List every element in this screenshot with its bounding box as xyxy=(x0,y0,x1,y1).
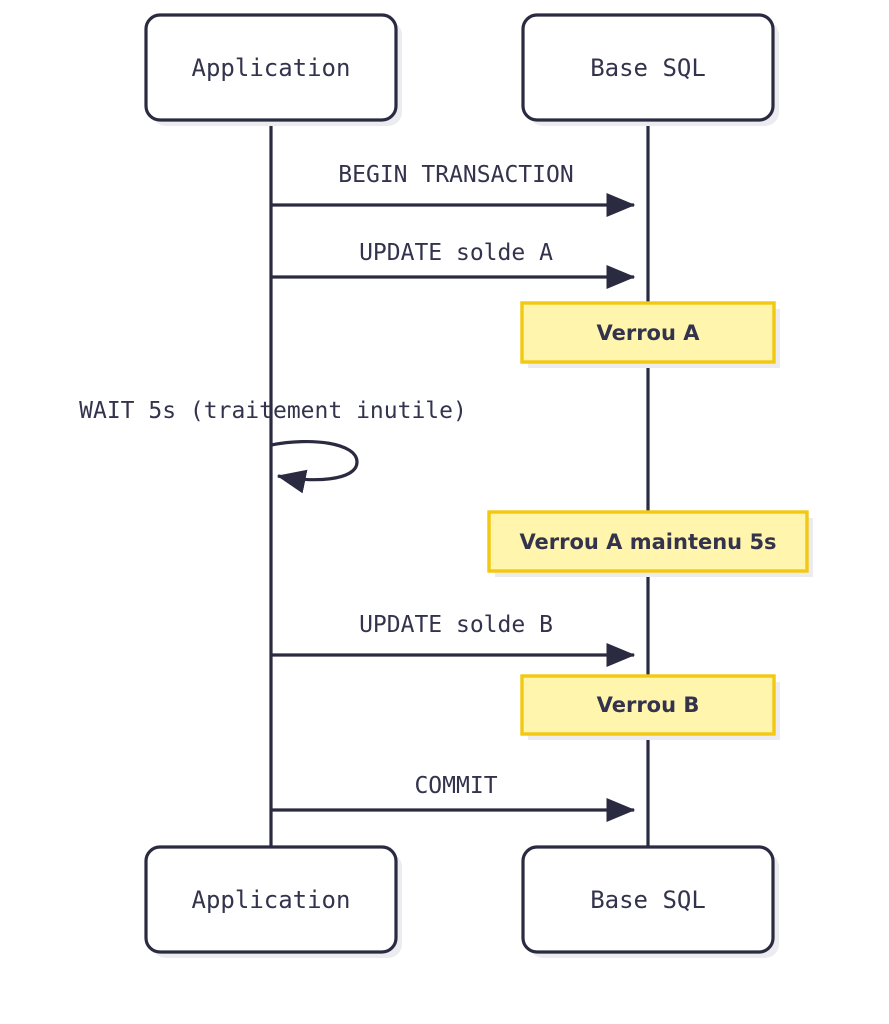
participant-footer-application[interactable]: Application xyxy=(144,845,402,958)
note-box-verrou-b[interactable] xyxy=(520,674,776,736)
note-label-verrou-b: Verrou B xyxy=(597,693,700,717)
participant-box-application-bottom[interactable] xyxy=(144,845,398,954)
note-verrou-b[interactable]: Verrou B xyxy=(520,674,780,740)
message-label-commit: COMMIT xyxy=(414,773,497,799)
message-label-update-solde-b: UPDATE solde B xyxy=(359,612,553,638)
participant-label-base-sql-bottom: Base SQL xyxy=(590,886,706,914)
note-label-verrou-a: Verrou A xyxy=(596,321,700,345)
participant-header-application[interactable]: Application xyxy=(144,13,402,126)
participant-label-base-sql-top: Base SQL xyxy=(590,54,706,82)
note-verrou-a[interactable]: Verrou A xyxy=(520,301,780,368)
note-label-verrou-a-maintenu: Verrou A maintenu 5s xyxy=(519,530,776,554)
message-label-begin-transaction: BEGIN TRANSACTION xyxy=(338,162,573,188)
participant-box-base-sql-top[interactable] xyxy=(521,13,775,122)
note-verrou-a-maintenu[interactable]: Verrou A maintenu 5s xyxy=(487,510,813,577)
participant-footer-base-sql[interactable]: Base SQL xyxy=(521,845,779,958)
message-update-solde-b[interactable]: UPDATE solde B xyxy=(271,612,636,667)
participant-box-base-sql-bottom[interactable] xyxy=(521,845,775,954)
message-wait-5s[interactable]: WAIT 5s (traitement inutile) xyxy=(79,398,467,494)
message-commit[interactable]: COMMIT xyxy=(271,773,636,822)
message-label-wait-5s: WAIT 5s (traitement inutile) xyxy=(79,398,467,424)
message-begin-transaction[interactable]: BEGIN TRANSACTION xyxy=(271,162,636,217)
message-update-solde-a[interactable]: UPDATE solde A xyxy=(271,240,636,289)
participant-label-application-top: Application xyxy=(192,54,351,82)
participant-box-application-top[interactable] xyxy=(144,13,398,122)
participant-header-base-sql[interactable]: Base SQL xyxy=(521,13,779,126)
message-label-update-solde-a: UPDATE solde A xyxy=(359,240,553,266)
participant-label-application-bottom: Application xyxy=(192,886,351,914)
message-selfloop-wait-5s xyxy=(270,439,359,494)
note-box-verrou-a-maintenu[interactable] xyxy=(487,510,809,573)
note-box-verrou-a[interactable] xyxy=(520,301,776,364)
